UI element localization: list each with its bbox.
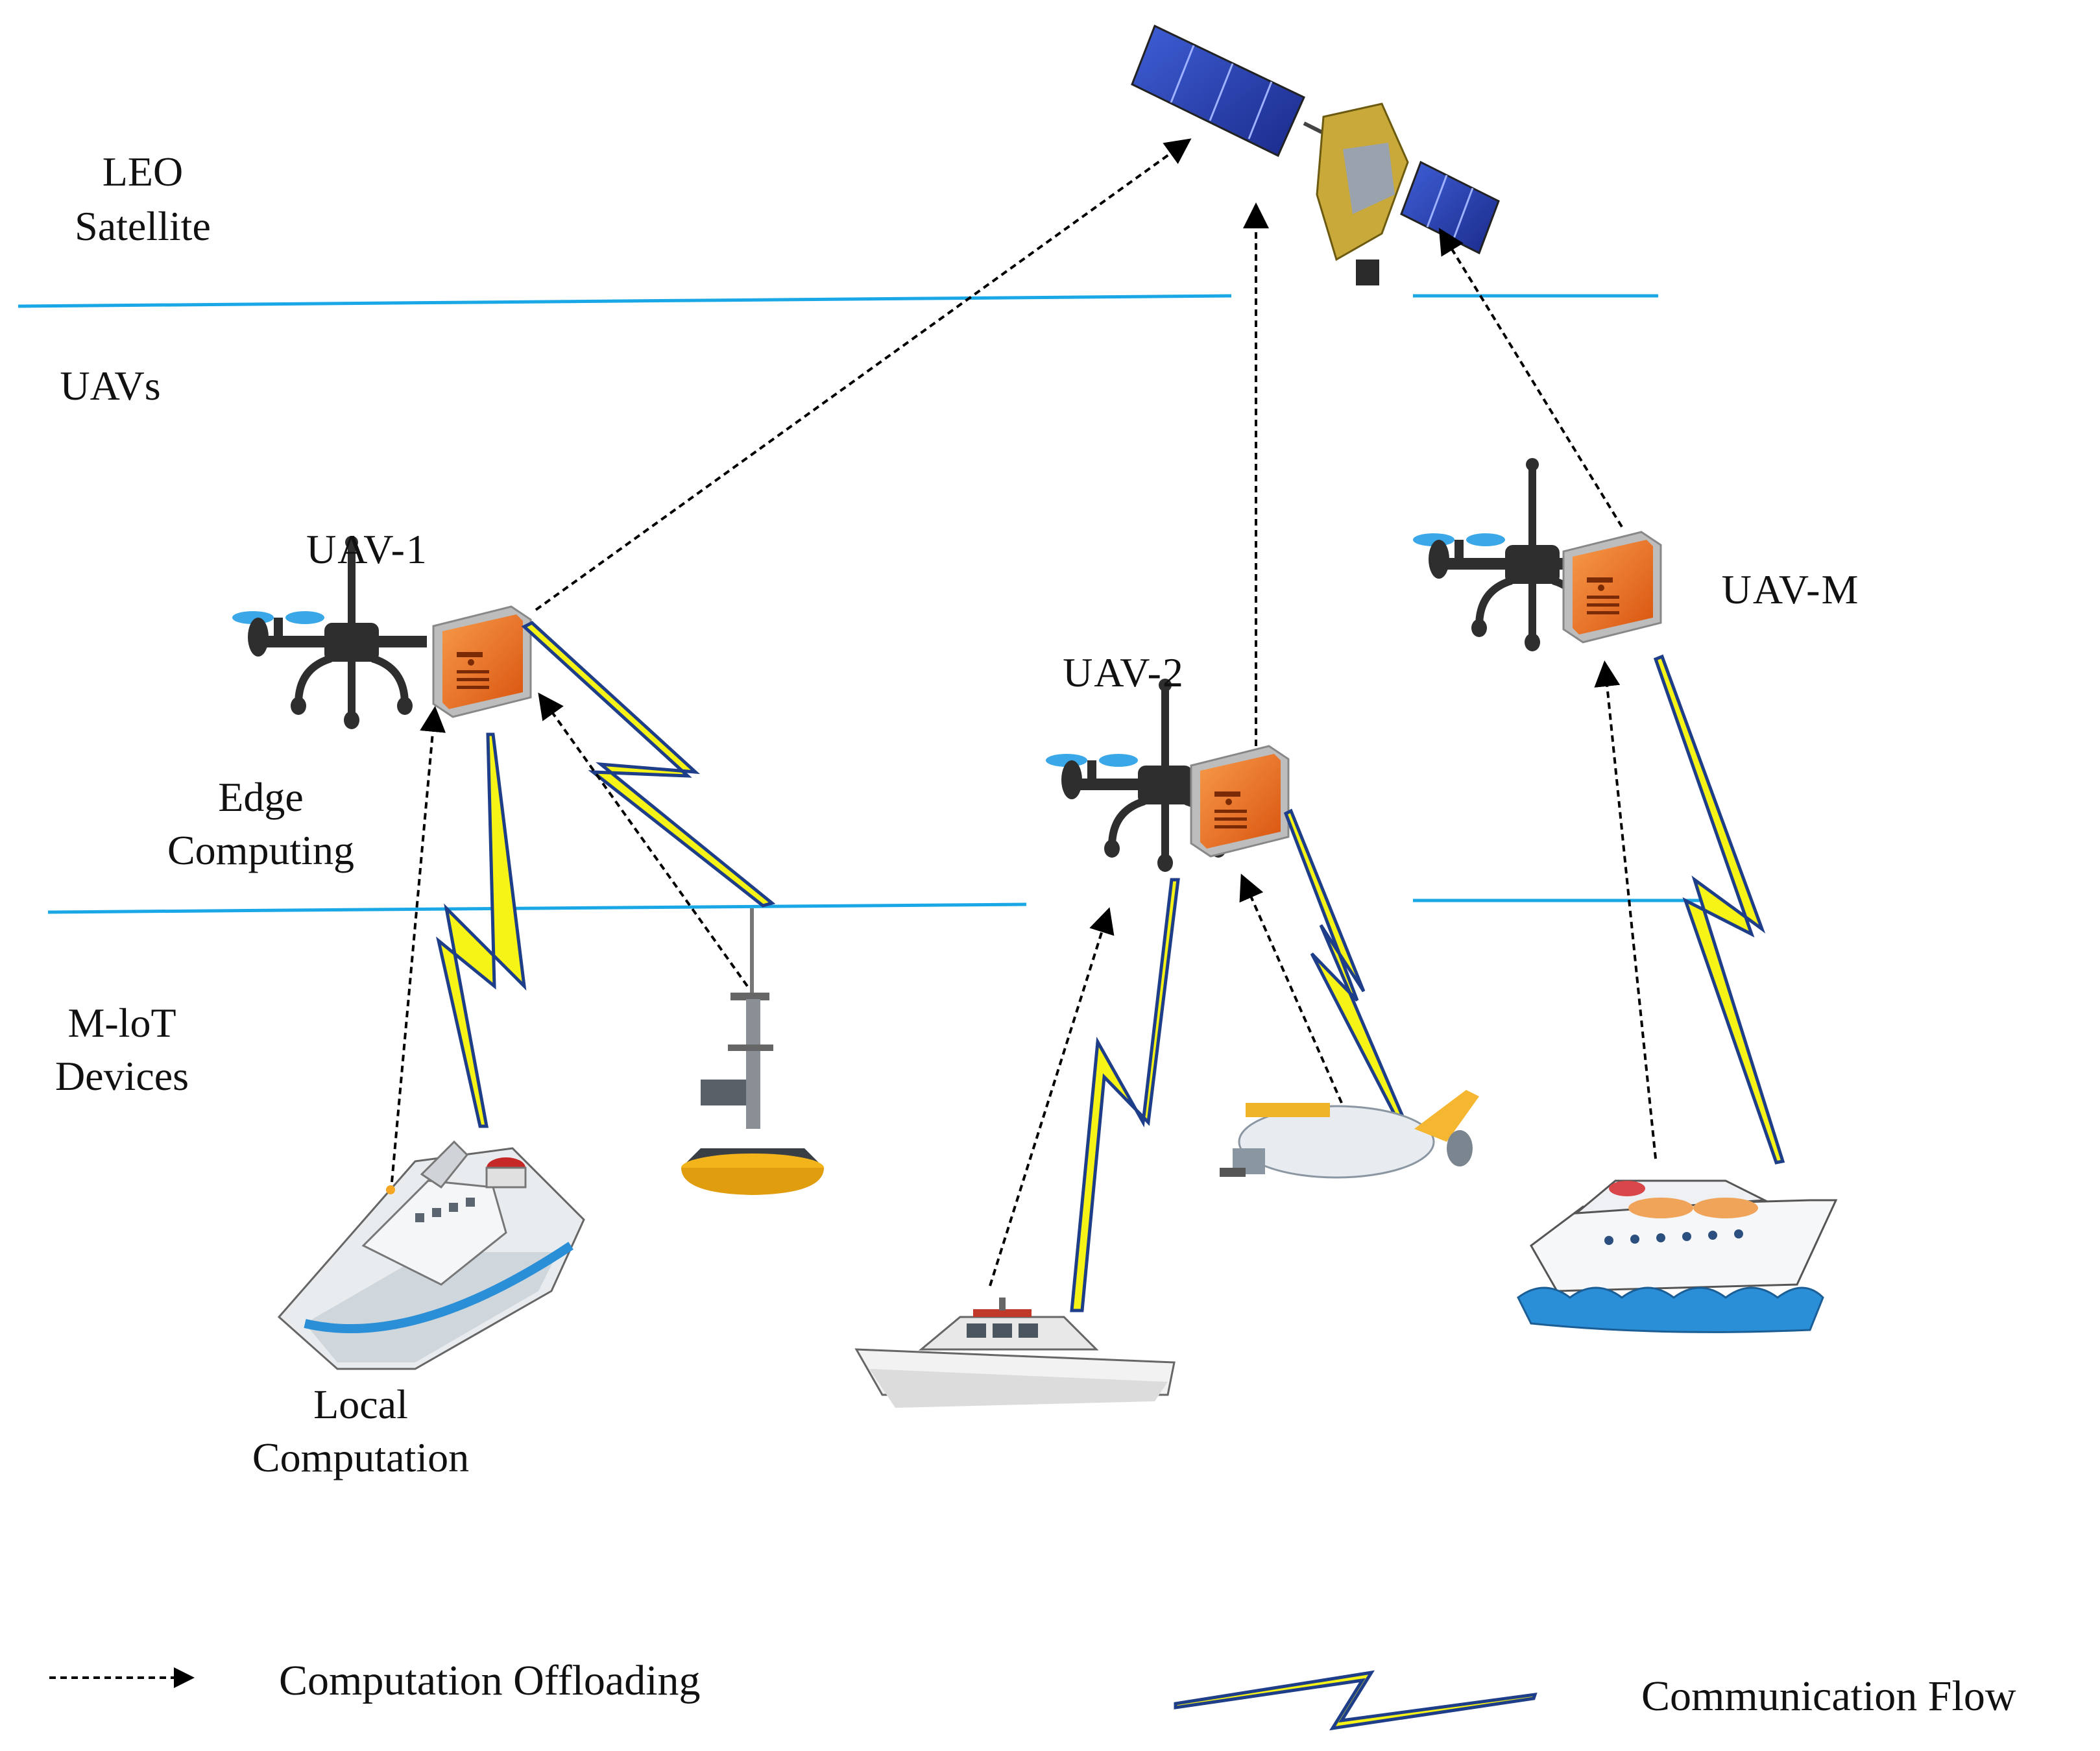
label-edge: Edge [218, 774, 304, 820]
legend-communication-label: Communication Flow [1641, 1673, 2016, 1720]
divider-uav-left [47, 902, 1027, 914]
comm-bolt-uav2-boat [1070, 878, 1180, 1312]
motor-boat-icon [854, 1298, 1176, 1408]
label-computing: Computing [167, 827, 354, 873]
uav2-group: UAV-2 [1046, 649, 1290, 872]
uavm-group: UAV-M [1413, 458, 1860, 651]
legend-offloading-label: Computation Offloading [279, 1657, 701, 1704]
label-leo: LEO [103, 149, 183, 195]
buoy-icon [681, 908, 824, 1195]
comm-bolt-uavm-cruise [1653, 654, 1785, 1165]
uav1-group: UAV-1 [232, 526, 532, 729]
label-devices: Devices [55, 1053, 189, 1099]
offload-buoy-uav1 [538, 692, 749, 987]
label-satellite: Satellite [75, 203, 211, 249]
uav2-label: UAV-2 [1063, 649, 1185, 695]
label-miot: M-loT [67, 1000, 176, 1046]
divider-leo-left [18, 294, 1232, 308]
cargo-ship-icon [277, 1140, 585, 1370]
satellite-icon [1131, 24, 1500, 285]
cruise-ship-icon [1517, 1179, 1838, 1333]
offload-sub-uav2 [1239, 873, 1343, 1104]
comm-bolt-uav1-ship [435, 732, 527, 1128]
label-uavs: UAVs [60, 363, 160, 409]
legend-communication-bolt [1174, 1670, 1538, 1731]
legend: Computation Offloading Communication Flo… [49, 1657, 2016, 1731]
comm-bolt-uav1-buoy [521, 620, 776, 908]
comm-bolt-uav2-sub [1283, 808, 1408, 1128]
offload-uavm-satellite [1438, 228, 1623, 528]
label-local: Local [313, 1381, 408, 1427]
edge-server-icon [432, 605, 532, 718]
offload-ship-uav1 [391, 706, 446, 1183]
submersible-icon [1220, 1090, 1479, 1179]
uavm-label: UAV-M [1722, 566, 1860, 612]
edge-server-icon [1190, 745, 1290, 858]
offload-uav1-satellite [535, 138, 1192, 611]
uav1-label: UAV-1 [306, 526, 428, 572]
edge-server-icon [1562, 531, 1662, 644]
offload-cruise-uavm [1594, 660, 1657, 1159]
label-local-computation: Computation [252, 1434, 469, 1480]
